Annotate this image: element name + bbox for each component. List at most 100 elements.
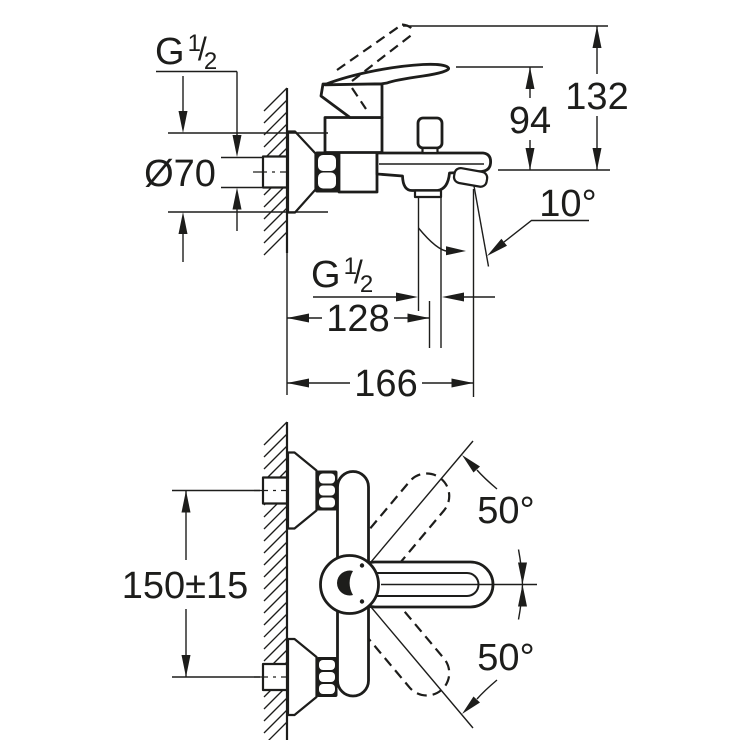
arrowhead	[462, 455, 480, 473]
escutcheon-front-top	[286, 451, 318, 530]
union-nut-front-top	[316, 470, 338, 511]
hatch-line	[263, 613, 288, 638]
nut-facet	[319, 497, 335, 508]
dim-label-128: 128	[326, 298, 389, 340]
hub-dot	[359, 599, 365, 604]
leader-line	[476, 679, 498, 700]
hatch-line	[263, 565, 288, 590]
diverter-knob	[416, 116, 444, 155]
arrowhead	[525, 148, 535, 170]
spout-side	[375, 151, 493, 192]
dim-spout-angle-10: 10°	[417, 183, 597, 397]
arrowhead	[287, 313, 309, 323]
raised-lever-edge	[336, 23, 403, 71]
dim-lever-swing-down-50: 50°	[462, 584, 535, 714]
dim-label-diameter: Ø70	[144, 153, 216, 195]
escutcheon-side	[286, 130, 317, 214]
nut-facet	[318, 172, 336, 189]
arrowhead	[446, 246, 466, 256]
arrowhead	[451, 378, 474, 388]
diverter-knob-cap	[416, 116, 444, 150]
raised-lever-tip	[401, 23, 416, 34]
arrowhead	[442, 292, 464, 302]
arrowhead	[178, 111, 188, 133]
base-block-side	[323, 116, 384, 154]
angle-reference-line	[473, 185, 490, 267]
hatch-line	[263, 195, 288, 220]
dim-label-150: 150±15	[122, 565, 249, 607]
dim-label-132: 132	[565, 76, 628, 118]
arrowhead	[525, 67, 535, 89]
arrowhead	[181, 655, 191, 677]
hatch-line	[263, 625, 288, 650]
body-tube-side	[337, 150, 379, 194]
dim-escutcheon-diameter: Ø70	[144, 76, 328, 262]
hatch-line	[263, 517, 288, 542]
lever-raised-dashed	[336, 23, 416, 110]
dim-connection-centers-150: 150±15	[122, 489, 260, 678]
nut-facet	[318, 155, 336, 171]
aerator	[452, 167, 489, 188]
angle-arc	[417, 227, 449, 252]
hatch-line	[263, 697, 288, 722]
arrowhead	[592, 26, 602, 48]
hatch-line	[263, 421, 288, 446]
dim-handle-height-94: 94	[456, 66, 551, 170]
lever-side	[323, 62, 450, 87]
hatch-line	[263, 541, 288, 566]
diverter-knob-stem	[421, 146, 439, 155]
arrowhead	[396, 292, 418, 302]
dim-label-94: 94	[509, 100, 551, 142]
aerator-outlet	[452, 167, 489, 188]
hatch-line	[263, 553, 288, 578]
hatch-line	[263, 589, 288, 614]
hatch-line	[263, 231, 288, 256]
hatch-line	[263, 637, 288, 662]
arrowhead	[232, 187, 242, 210]
arrowhead	[592, 148, 602, 170]
angle-line-down	[359, 593, 474, 729]
hub-dot	[359, 563, 365, 568]
outlet-collar	[413, 189, 443, 199]
arrowhead	[178, 212, 188, 234]
nut-facet	[319, 485, 335, 496]
nut-facet	[319, 672, 335, 682]
hatch-line	[263, 601, 288, 626]
hatch-line	[263, 505, 288, 530]
dim-total-projection-166: 166	[287, 363, 474, 405]
leader-line	[476, 469, 498, 490]
dim-label-50-down: 50°	[477, 637, 534, 679]
hatch-line	[268, 721, 288, 740]
nut-facet	[319, 473, 335, 484]
dim-lever-swing-up-50: 50°	[462, 455, 535, 585]
dim-outlet-distance-128: 128	[287, 298, 430, 340]
arrowhead	[487, 238, 507, 256]
hatch-line	[263, 123, 288, 148]
hatch-line	[263, 529, 288, 554]
union-nut-front-bottom	[316, 657, 338, 697]
arrowhead	[287, 378, 309, 388]
leader-line	[503, 219, 589, 243]
arrowhead	[407, 313, 430, 323]
arrowhead	[518, 562, 527, 585]
hatch-line	[263, 135, 288, 160]
arrowhead	[518, 584, 527, 607]
wall-hatching-front	[263, 421, 288, 740]
dim-label-166: 166	[354, 363, 417, 405]
nut-facet	[319, 660, 335, 670]
hatch-line	[263, 99, 288, 124]
escutcheon-front-bottom	[286, 637, 318, 717]
hatch-line	[263, 445, 288, 470]
hatch-line	[263, 219, 288, 244]
angle-line-up	[359, 440, 474, 576]
nut-facet	[319, 684, 335, 694]
hatch-line	[263, 111, 288, 136]
arrowhead	[462, 696, 480, 714]
hub-indicator-mark	[336, 570, 353, 596]
raised-lever-edge	[351, 32, 415, 82]
dim-label-10deg: 10°	[539, 183, 596, 225]
